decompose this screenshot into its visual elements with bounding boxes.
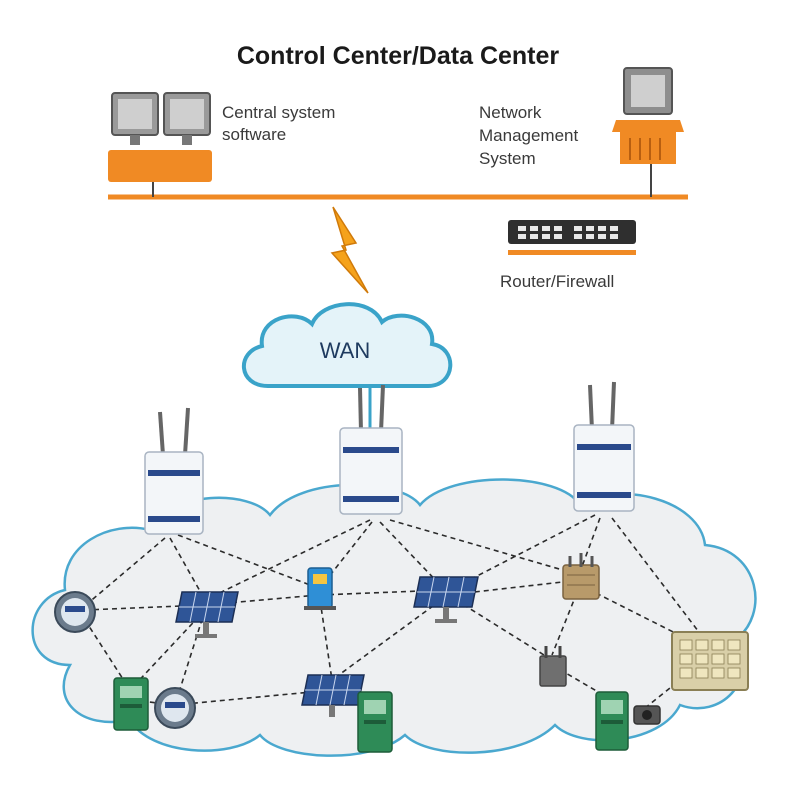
central-system-label-line2: software <box>222 125 286 144</box>
diagram-title: Control Center/Data Center <box>237 42 560 70</box>
substation-cabinet-icon <box>671 631 749 691</box>
transformer-icon <box>562 553 600 600</box>
router-icon <box>508 220 636 255</box>
controller-board-icon <box>357 691 393 753</box>
nms-label-line2: Management <box>479 126 579 145</box>
router-label: Router/Firewall <box>500 272 614 291</box>
wireless-gateway-icon <box>144 407 204 535</box>
cloud-icon <box>242 302 453 388</box>
central-system-label-line1: Central system <box>222 103 335 122</box>
wireless-gateway-icon <box>573 381 635 512</box>
nms-label-line1: Network <box>479 103 542 122</box>
ev-charger-icon <box>304 567 336 610</box>
lightning-bolt-icon <box>330 206 369 294</box>
workstation-icon <box>612 67 684 197</box>
camera-icon <box>633 705 661 725</box>
controller-board-icon <box>595 691 629 751</box>
computer-monitor-icon <box>108 92 212 197</box>
nms-label-line3: System <box>479 149 536 168</box>
solar-panel-icon <box>413 576 479 623</box>
wireless-gateway-icon <box>339 384 403 515</box>
smart-meter-icon <box>54 591 96 633</box>
controller-board-icon <box>113 677 149 731</box>
smart-meter-icon <box>154 687 196 729</box>
solar-panel-icon <box>175 591 239 638</box>
wan-label: WAN <box>320 338 371 363</box>
transformer-icon <box>539 646 567 687</box>
